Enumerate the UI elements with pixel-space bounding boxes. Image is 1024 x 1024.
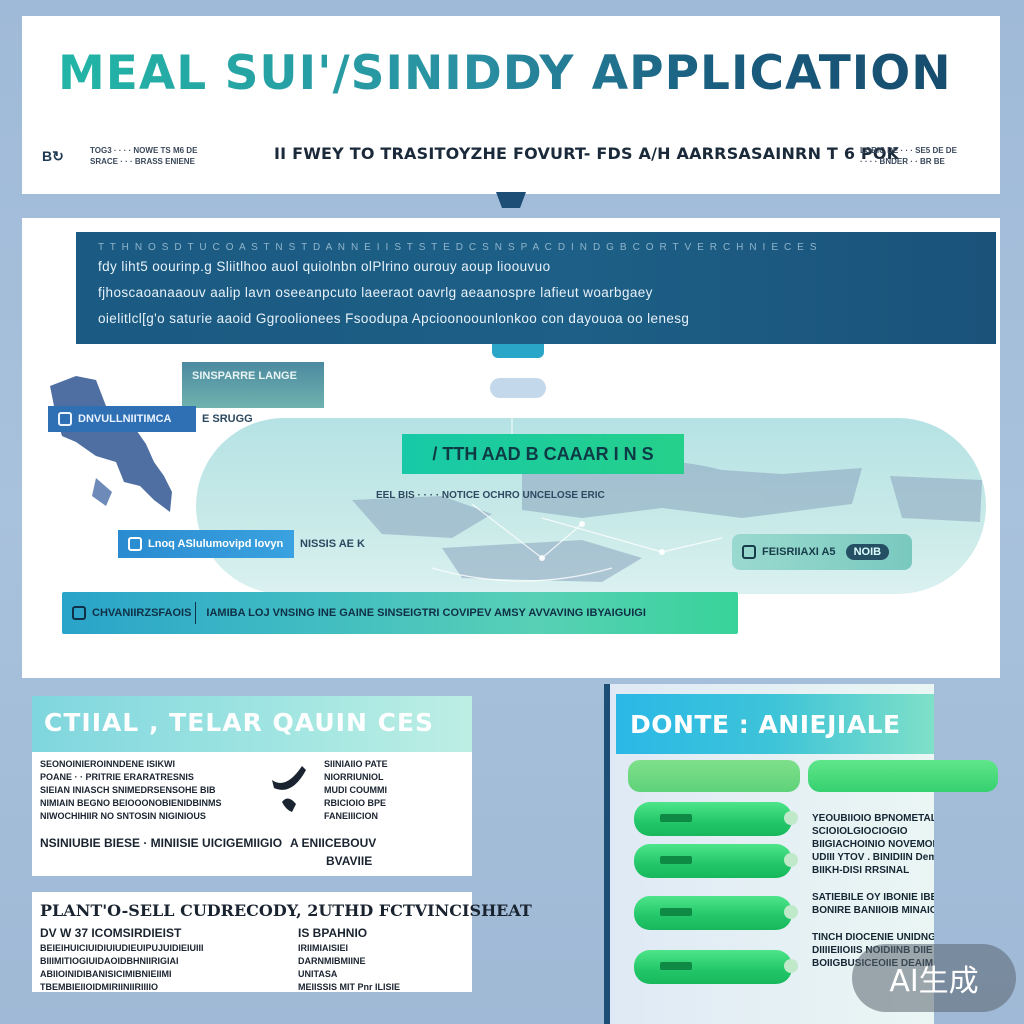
map-description: EEL BIS · · · · NOTICE OCHRO UNCELOSE ER…: [376, 490, 605, 501]
subtitle-left-top: TOG3 · · · · NOWE TS M6 DE: [90, 146, 198, 155]
banner-line-2: fjhoscaoanaaouv aalip lavn oseeanpcuto l…: [98, 285, 653, 300]
banner-line-0: T T H N O S D T U C O A S T N S T D A N …: [98, 242, 819, 253]
card1-col2-row-5: FANEIIICION: [324, 811, 379, 821]
subtitle-left-bottom: SRACE · · · BRASS ENIENE: [90, 157, 195, 166]
banner-tab: [492, 344, 544, 358]
subtitle-right-bottom: · · · · BNDER · · BR BE: [860, 157, 945, 166]
intro-banner: T T H N O S D T U C O A S T N S T D A N …: [76, 232, 996, 344]
details-row-1: YEOUBIIOIO BPNOMETAL IEF: [812, 813, 934, 824]
subtitle-icon: B↻: [42, 148, 64, 164]
program-divider: [195, 602, 197, 624]
option-bar-1[interactable]: [634, 802, 798, 836]
location-icon: [128, 537, 142, 551]
card1-bottom-c: BVAVIIE: [326, 854, 373, 868]
card1-col2-row-4: RBICIOIO BPE: [324, 798, 387, 808]
option-bar-3-knob: [784, 905, 798, 919]
region-icon: [58, 412, 72, 426]
option-bar-4[interactable]: [634, 950, 798, 984]
details-tab-right[interactable]: [808, 760, 998, 792]
language-chip[interactable]: SINSPARRE LANGE: [182, 362, 324, 408]
ai-generated-badge: AI生成: [852, 944, 1016, 1012]
banner-line-3: oielitlcl[g'o saturie aaoid Ggroolionees…: [98, 311, 690, 326]
card2-col2-head: IS BPAHNIO: [298, 926, 368, 940]
requirements-title: CTIIAL , TELAR QAUIN CES: [32, 696, 472, 752]
banner-line-1: fdy liht5 oourinp.g Sliitlhoo auol quiol…: [98, 259, 551, 274]
option-bar-2[interactable]: [634, 844, 798, 878]
details-title: DONTE : ANIEJIALE: [616, 694, 934, 754]
details-row-5: BIIKH-DISI RRSINAL: [812, 865, 910, 876]
option-bar-2-indicator: [660, 856, 692, 864]
requirements-panel: CTIIAL , TELAR QAUIN CES SEONOINIEROINND…: [32, 696, 532, 996]
card2-row-3: ABIIOINIDIBANISICIMIBNIEIIMI: [40, 969, 172, 979]
option-bar-3[interactable]: [634, 896, 798, 930]
program-bar[interactable]: CHVANIIRZSFAOIS IAMIBA LOJ VNSING INE GA…: [62, 592, 738, 634]
details-row-7: BONIRE BANIIOIB MINAIOI: [812, 905, 934, 916]
scroll-pill: [490, 378, 546, 398]
plan-card: PLANT'O-SELL CUDRECODY, 2UTHD FCTVINCISH…: [32, 892, 532, 992]
details-row-6: SATIEBILE OY IBONIE IBEIRIDOINIII: [812, 892, 934, 903]
subtitle-row: B↻ TOG3 · · · · NOWE TS M6 DE SRACE · · …: [42, 144, 982, 170]
status-chip-label: FEISRIIAXI A5: [762, 546, 836, 558]
card1-bottom-b: A ENIICEBOUV: [290, 836, 377, 850]
option-bar-1-knob: [784, 811, 798, 825]
card2-row-2: BIIIMITIOGIUIDAOIDBHNIIRIGIAI: [40, 956, 179, 966]
location-chip-suffix: NISSIS AE K: [300, 538, 365, 550]
us-map-icon: [50, 376, 172, 512]
card1-col2-row-2: NIORRIUNIOL: [324, 772, 384, 782]
region-chip-label: DNVULLNIITIMCA: [78, 413, 172, 425]
requirements-card: SEONOINIEROINNDENE ISIKWI POANE · · PRIT…: [32, 752, 472, 876]
card1-row-1: POANE · · PRITRIE ERARATRESNIS: [40, 772, 194, 782]
card2-row-1: BEIEIHUICIUIDIUIUDIEUIPUJUIDIEIUIII: [40, 943, 204, 953]
status-chip[interactable]: FEISRIIAXI A5 NOIB: [732, 534, 912, 570]
location-chip-label: Lnoq ASlulumovipd lovyn: [148, 538, 284, 550]
option-bar-3-indicator: [660, 908, 692, 916]
card1-row-4: NIWOCHIHIIR NO SNTOSIN NIGINIOUS: [40, 811, 206, 821]
card1-bottom-a: NSINIUBIE BIESE · MINIISIE UICIGEMIIGIO: [40, 836, 283, 850]
header-panel: MEAL SUI'/SINIDDY APPLICATION B↻ TOG3 · …: [22, 16, 1000, 194]
card2-col2-row-4: MEIISSIS MIT Pnr ILISIE: [298, 982, 401, 992]
status-icon: [742, 545, 756, 559]
details-row-4: UDIII YTOV . BINIDIIN Demoil: [812, 852, 934, 863]
card2-col1-head: DV W 37 ICOMSIRDIEIST: [40, 926, 182, 940]
card1-col2-row-1: SIINIAIIO PATE: [324, 759, 388, 769]
pan-icon: [272, 766, 306, 812]
card1-row-2: SIEIAN INIASCH SNIMEDRSENSOHE BIB: [40, 785, 216, 795]
card2-col2-row-1: IRIIMIAISIEI: [298, 943, 349, 953]
option-bar-4-knob: [784, 959, 798, 973]
details-gap-2: [812, 917, 934, 931]
card1-col2-row-3: MUDI COUMMI: [324, 785, 387, 795]
eligibility-button[interactable]: / TTH AAD B CAAAR I N S: [402, 434, 684, 474]
card2-col2-row-3: UNITASA: [298, 969, 338, 979]
program-icon: [72, 606, 86, 620]
plan-card-title: PLANT'O-SELL CUDRECODY, 2UTHD FCTVINCISH…: [40, 901, 532, 920]
card2-col2-row-2: DARNMIBMIINE: [298, 956, 366, 966]
region-chip[interactable]: DNVULLNIITIMCA: [48, 406, 196, 432]
program-bar-right: IAMIBA LOJ VNSING INE GAINE SINSEIGTRI C…: [206, 607, 646, 619]
details-panel-edge: [604, 684, 610, 1024]
header-connector: [496, 192, 526, 208]
card2-row-4: TBEMBIEIIOIDMIRIINIIRIIIIO: [40, 982, 159, 992]
option-bar-1-indicator: [660, 814, 692, 822]
option-bar-4-indicator: [660, 962, 692, 970]
details-row-2: SCIOIOLGIOCIOGIO: [812, 826, 908, 837]
card1-col1-head: SEONOINIEROINNDENE ISIKWI: [40, 759, 176, 769]
option-bar-2-knob: [784, 853, 798, 867]
details-tab-left[interactable]: [628, 760, 800, 792]
program-bar-left: CHVANIIRZSFAOIS: [92, 607, 192, 619]
location-chip[interactable]: Lnoq ASlulumovipd lovyn: [118, 530, 294, 558]
card1-row-3: NIMIAIN BEGNO BEIOOONOBIENIDBINMS: [40, 798, 222, 808]
page-title: MEAL SUI'/SINIDDY APPLICATION: [58, 46, 988, 101]
main-panel: T T H N O S D T U C O A S T N S T D A N …: [22, 218, 1000, 678]
subtitle-main: II FWEY TO TRASITOYZHE FOVURT- FDS A/H A…: [274, 144, 900, 163]
status-stamp: NOIB: [845, 544, 890, 560]
details-row-8: TINCH DIOCENIE UNIDNGHOCLE: [812, 932, 934, 943]
details-gap: [812, 877, 934, 891]
details-row-3: BIIGIACHOINIO NOVEMOILO: [812, 839, 934, 850]
region-chip-suffix: E SRUGG: [202, 413, 253, 425]
subtitle-right-top: LOBIC DE · · · SE5 DE DE: [860, 146, 957, 155]
